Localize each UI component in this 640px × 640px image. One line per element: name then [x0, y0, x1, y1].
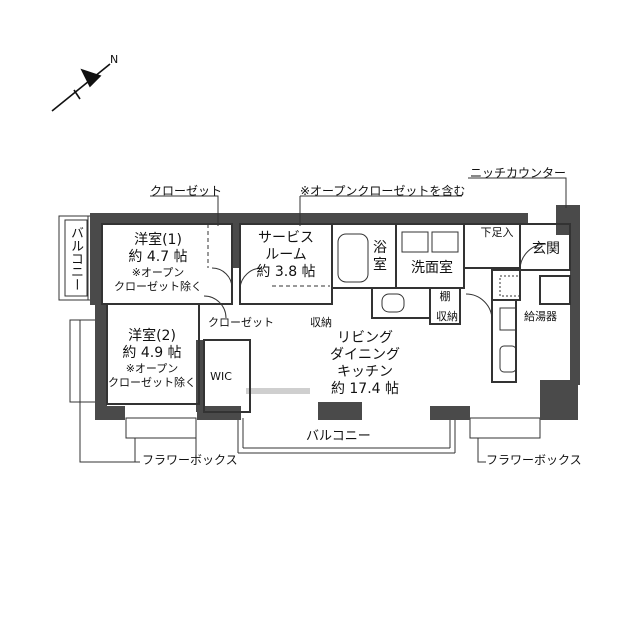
wic-label: WIC — [210, 370, 232, 383]
room-ldk-line1: リビング — [337, 330, 393, 346]
room-entrance: 玄関 — [532, 241, 560, 257]
interior-walls — [101, 223, 571, 413]
room-bath-line1: 浴 — [373, 240, 387, 256]
shelf-label: 棚 — [439, 290, 451, 303]
leader-lines — [79, 177, 567, 463]
room-service-name1: サービス — [258, 230, 314, 246]
room-western-2-name: 洋室(2) — [128, 328, 176, 344]
closet-top-label: クローゼット — [150, 184, 223, 198]
closet-mid-label: クローゼット — [208, 316, 274, 329]
storage-right-label: 収納 — [436, 310, 458, 323]
compass-label: N — [110, 53, 119, 66]
room-ldk-line2: ダイニング — [330, 347, 400, 363]
open-closet-note-label: ※オープンクローゼットを含む — [300, 184, 466, 198]
room-western-1: 洋室(1) 約 4.7 帖 ※オープン クローゼット除く — [110, 232, 206, 294]
room-service: サービス ルーム 約 3.8 帖 — [244, 230, 328, 281]
room-western-2: 洋室(2) 約 4.9 帖 ※オープン クローゼット除く — [104, 328, 200, 390]
room-western-2-area: 約 4.9 帖 — [122, 345, 182, 361]
room-western-2-note1: ※オープン — [125, 362, 179, 375]
room-western-1-area: 約 4.7 帖 — [128, 249, 188, 265]
flower-box-left-label: フラワーボックス — [142, 453, 238, 467]
room-ldk-line3: キッチン — [337, 364, 393, 380]
room-bath: 浴 室 — [368, 240, 392, 274]
room-washroom: 洗面室 — [411, 260, 453, 276]
room-service-area: 約 3.8 帖 — [256, 264, 316, 280]
flower-box-right-label: フラワーボックス — [486, 453, 582, 467]
room-ldk: リビング ダイニング キッチン 約 17.4 帖 — [310, 330, 420, 398]
room-western-2-note2: クローゼット除く — [108, 376, 196, 389]
storage-mid-label: 収納 — [310, 316, 332, 329]
room-western-1-note2: クローゼット除く — [114, 280, 202, 293]
water-heater-label: 給湯器 — [524, 310, 557, 323]
fixtures — [203, 224, 547, 373]
niche-counter-label: ニッチカウンター — [470, 166, 567, 180]
shoe-storage-label: 下足入 — [480, 226, 514, 239]
room-western-1-name: 洋室(1) — [134, 232, 182, 248]
balcony-left-label: バルコニー — [68, 226, 83, 291]
room-service-name2: ルーム — [265, 247, 307, 263]
balcony-bottom-label: バルコニー — [306, 429, 371, 444]
room-western-1-note1: ※オープン — [131, 266, 185, 279]
room-ldk-area: 約 17.4 帖 — [330, 381, 400, 397]
north-arrow-icon — [51, 63, 111, 112]
balcony-outlines — [58, 215, 541, 454]
room-bath-line2: 室 — [373, 257, 387, 273]
